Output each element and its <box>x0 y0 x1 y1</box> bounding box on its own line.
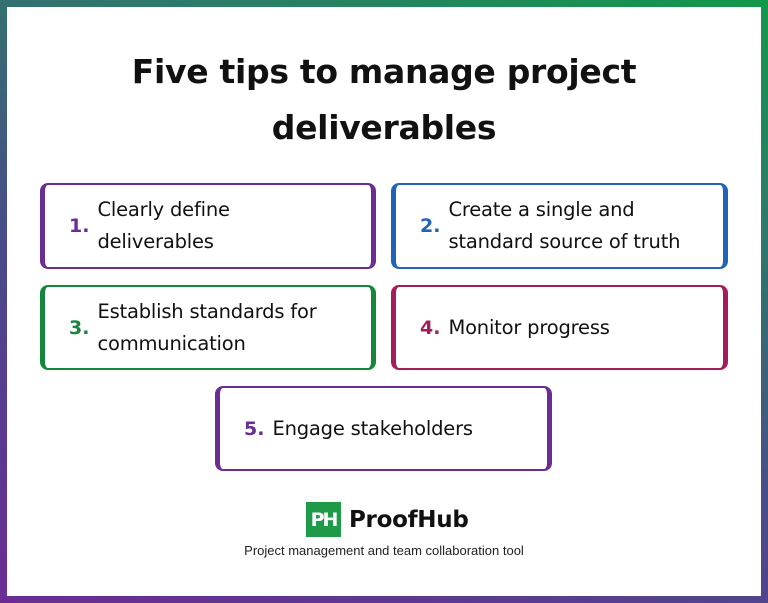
tip-text: Establish standards for communication <box>97 299 317 355</box>
tip-text: Monitor progress <box>448 315 610 339</box>
title-line-2: deliverables <box>271 108 497 147</box>
tip-text: Create a single and standard source of t… <box>448 198 681 253</box>
tip-number: 5. <box>244 417 265 440</box>
tip-card-2: 2. Create a single and standard source o… <box>391 183 728 269</box>
tip-card-5: 5. Engage stakeholders <box>215 386 552 471</box>
proofhub-logo: PH ProofHub <box>306 502 469 537</box>
brand-name: ProofHub <box>349 506 469 533</box>
ph-badge-icon: PH <box>306 502 341 537</box>
tip-number: 2. <box>420 215 441 237</box>
tip-number: 4. <box>420 316 441 339</box>
title-line-1: Five tips to manage project <box>131 52 637 91</box>
tip-text: Engage stakeholders <box>272 416 473 440</box>
tip-card-3: 3. Establish standards for communication <box>40 285 376 370</box>
page-title: Five tips to manage project deliverables <box>0 44 768 156</box>
tip-text: Clearly define deliverables <box>97 198 230 253</box>
tip-card-4: 4. Monitor progress <box>391 285 728 370</box>
tagline: Project management and team collaboratio… <box>244 543 524 558</box>
tip-number: 3. <box>69 316 90 339</box>
tip-card-1: 1. Clearly define deliverables <box>40 183 376 269</box>
tip-number: 1. <box>69 215 90 237</box>
